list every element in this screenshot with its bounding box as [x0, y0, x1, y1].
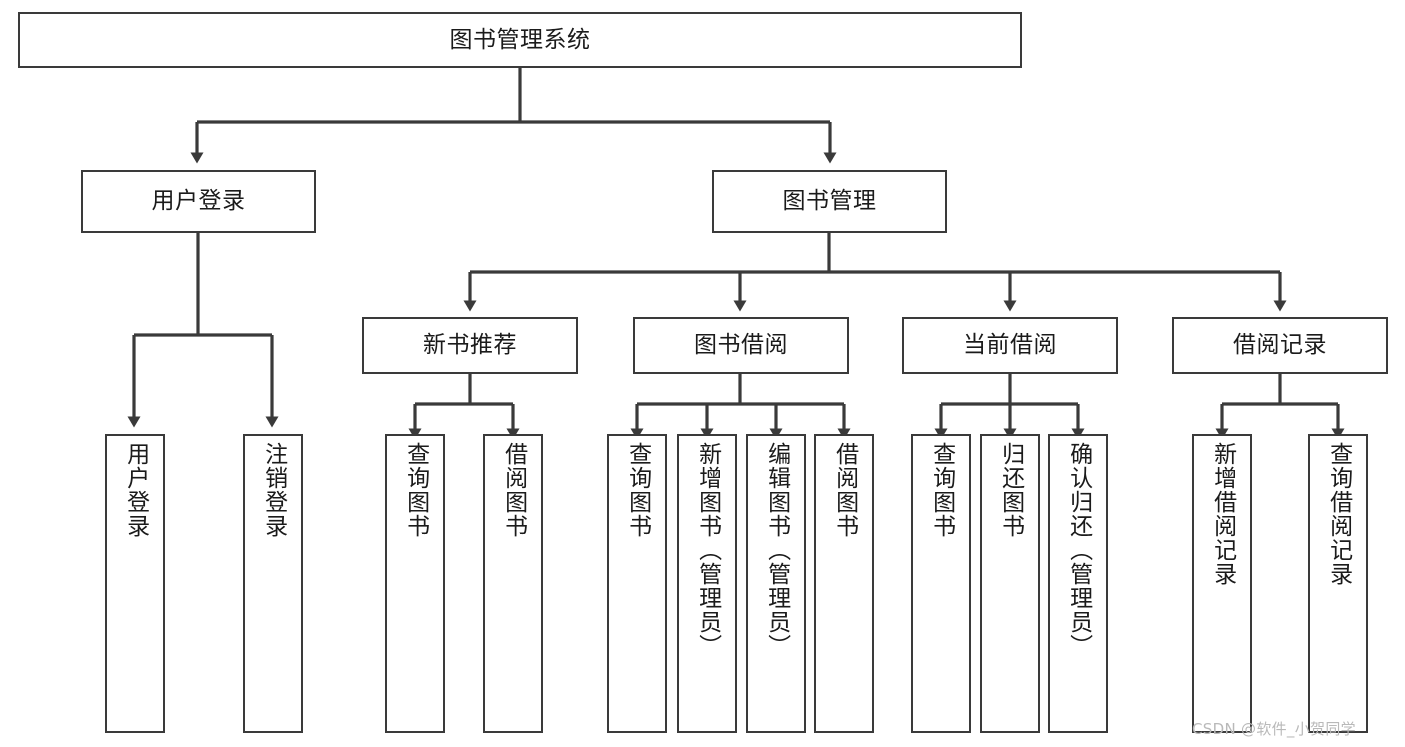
csdn-watermark: CSDN @软件_小贺同学	[1192, 720, 1356, 738]
node-new-book-recommend[interactable]: 新书推荐	[362, 317, 578, 374]
node-label: 借阅图书	[500, 442, 527, 538]
node-label: 图书管理	[782, 188, 877, 215]
node-label: 用户登录	[122, 442, 149, 538]
node-label: 查询图书	[402, 442, 429, 538]
node-label: 新书推荐	[423, 332, 517, 359]
node-leaf-borrow-book-2[interactable]: 借阅图书	[814, 434, 874, 733]
node-leaf-query-book-2[interactable]: 查询图书	[607, 434, 667, 733]
node-label: 归还图书	[997, 442, 1024, 538]
node-label: 图书管理系统	[449, 26, 591, 53]
node-leaf-edit-book[interactable]: 编辑图书（管理员）	[746, 434, 806, 733]
node-leaf-borrow-book-1[interactable]: 借阅图书	[483, 434, 543, 733]
node-label: 新增借阅记录	[1209, 442, 1236, 586]
node-label: 新增图书（管理员）	[694, 442, 721, 658]
node-root-book-management-system[interactable]: 图书管理系统	[18, 12, 1022, 68]
node-book-manage[interactable]: 图书管理	[712, 170, 947, 233]
node-label: 图书借阅	[694, 332, 788, 359]
node-label: 确认归还（管理员）	[1065, 442, 1092, 658]
node-label: 编辑图书（管理员）	[763, 442, 790, 658]
node-label: 用户登录	[151, 188, 246, 215]
node-leaf-query-record[interactable]: 查询借阅记录	[1308, 434, 1368, 733]
node-label: 当前借阅	[963, 332, 1057, 359]
node-leaf-add-book[interactable]: 新增图书（管理员）	[677, 434, 737, 733]
node-borrow-record[interactable]: 借阅记录	[1172, 317, 1388, 374]
node-label: 查询图书	[624, 442, 651, 538]
edges	[127, 68, 1345, 440]
node-label: 查询借阅记录	[1325, 442, 1352, 586]
node-label: 借阅记录	[1233, 332, 1327, 359]
node-leaf-query-book-1[interactable]: 查询图书	[385, 434, 445, 733]
node-leaf-query-book-3[interactable]: 查询图书	[911, 434, 971, 733]
node-leaf-logout-login[interactable]: 注销登录	[243, 434, 303, 733]
node-leaf-user-login[interactable]: 用户登录	[105, 434, 165, 733]
node-label: 查询图书	[928, 442, 955, 538]
node-label: 借阅图书	[831, 442, 858, 538]
node-leaf-confirm-return[interactable]: 确认归还（管理员）	[1048, 434, 1108, 733]
node-book-borrow[interactable]: 图书借阅	[633, 317, 849, 374]
node-label: 注销登录	[260, 442, 287, 538]
node-leaf-add-record[interactable]: 新增借阅记录	[1192, 434, 1252, 733]
node-leaf-return-book[interactable]: 归还图书	[980, 434, 1040, 733]
node-user-login[interactable]: 用户登录	[81, 170, 316, 233]
node-current-borrow[interactable]: 当前借阅	[902, 317, 1118, 374]
